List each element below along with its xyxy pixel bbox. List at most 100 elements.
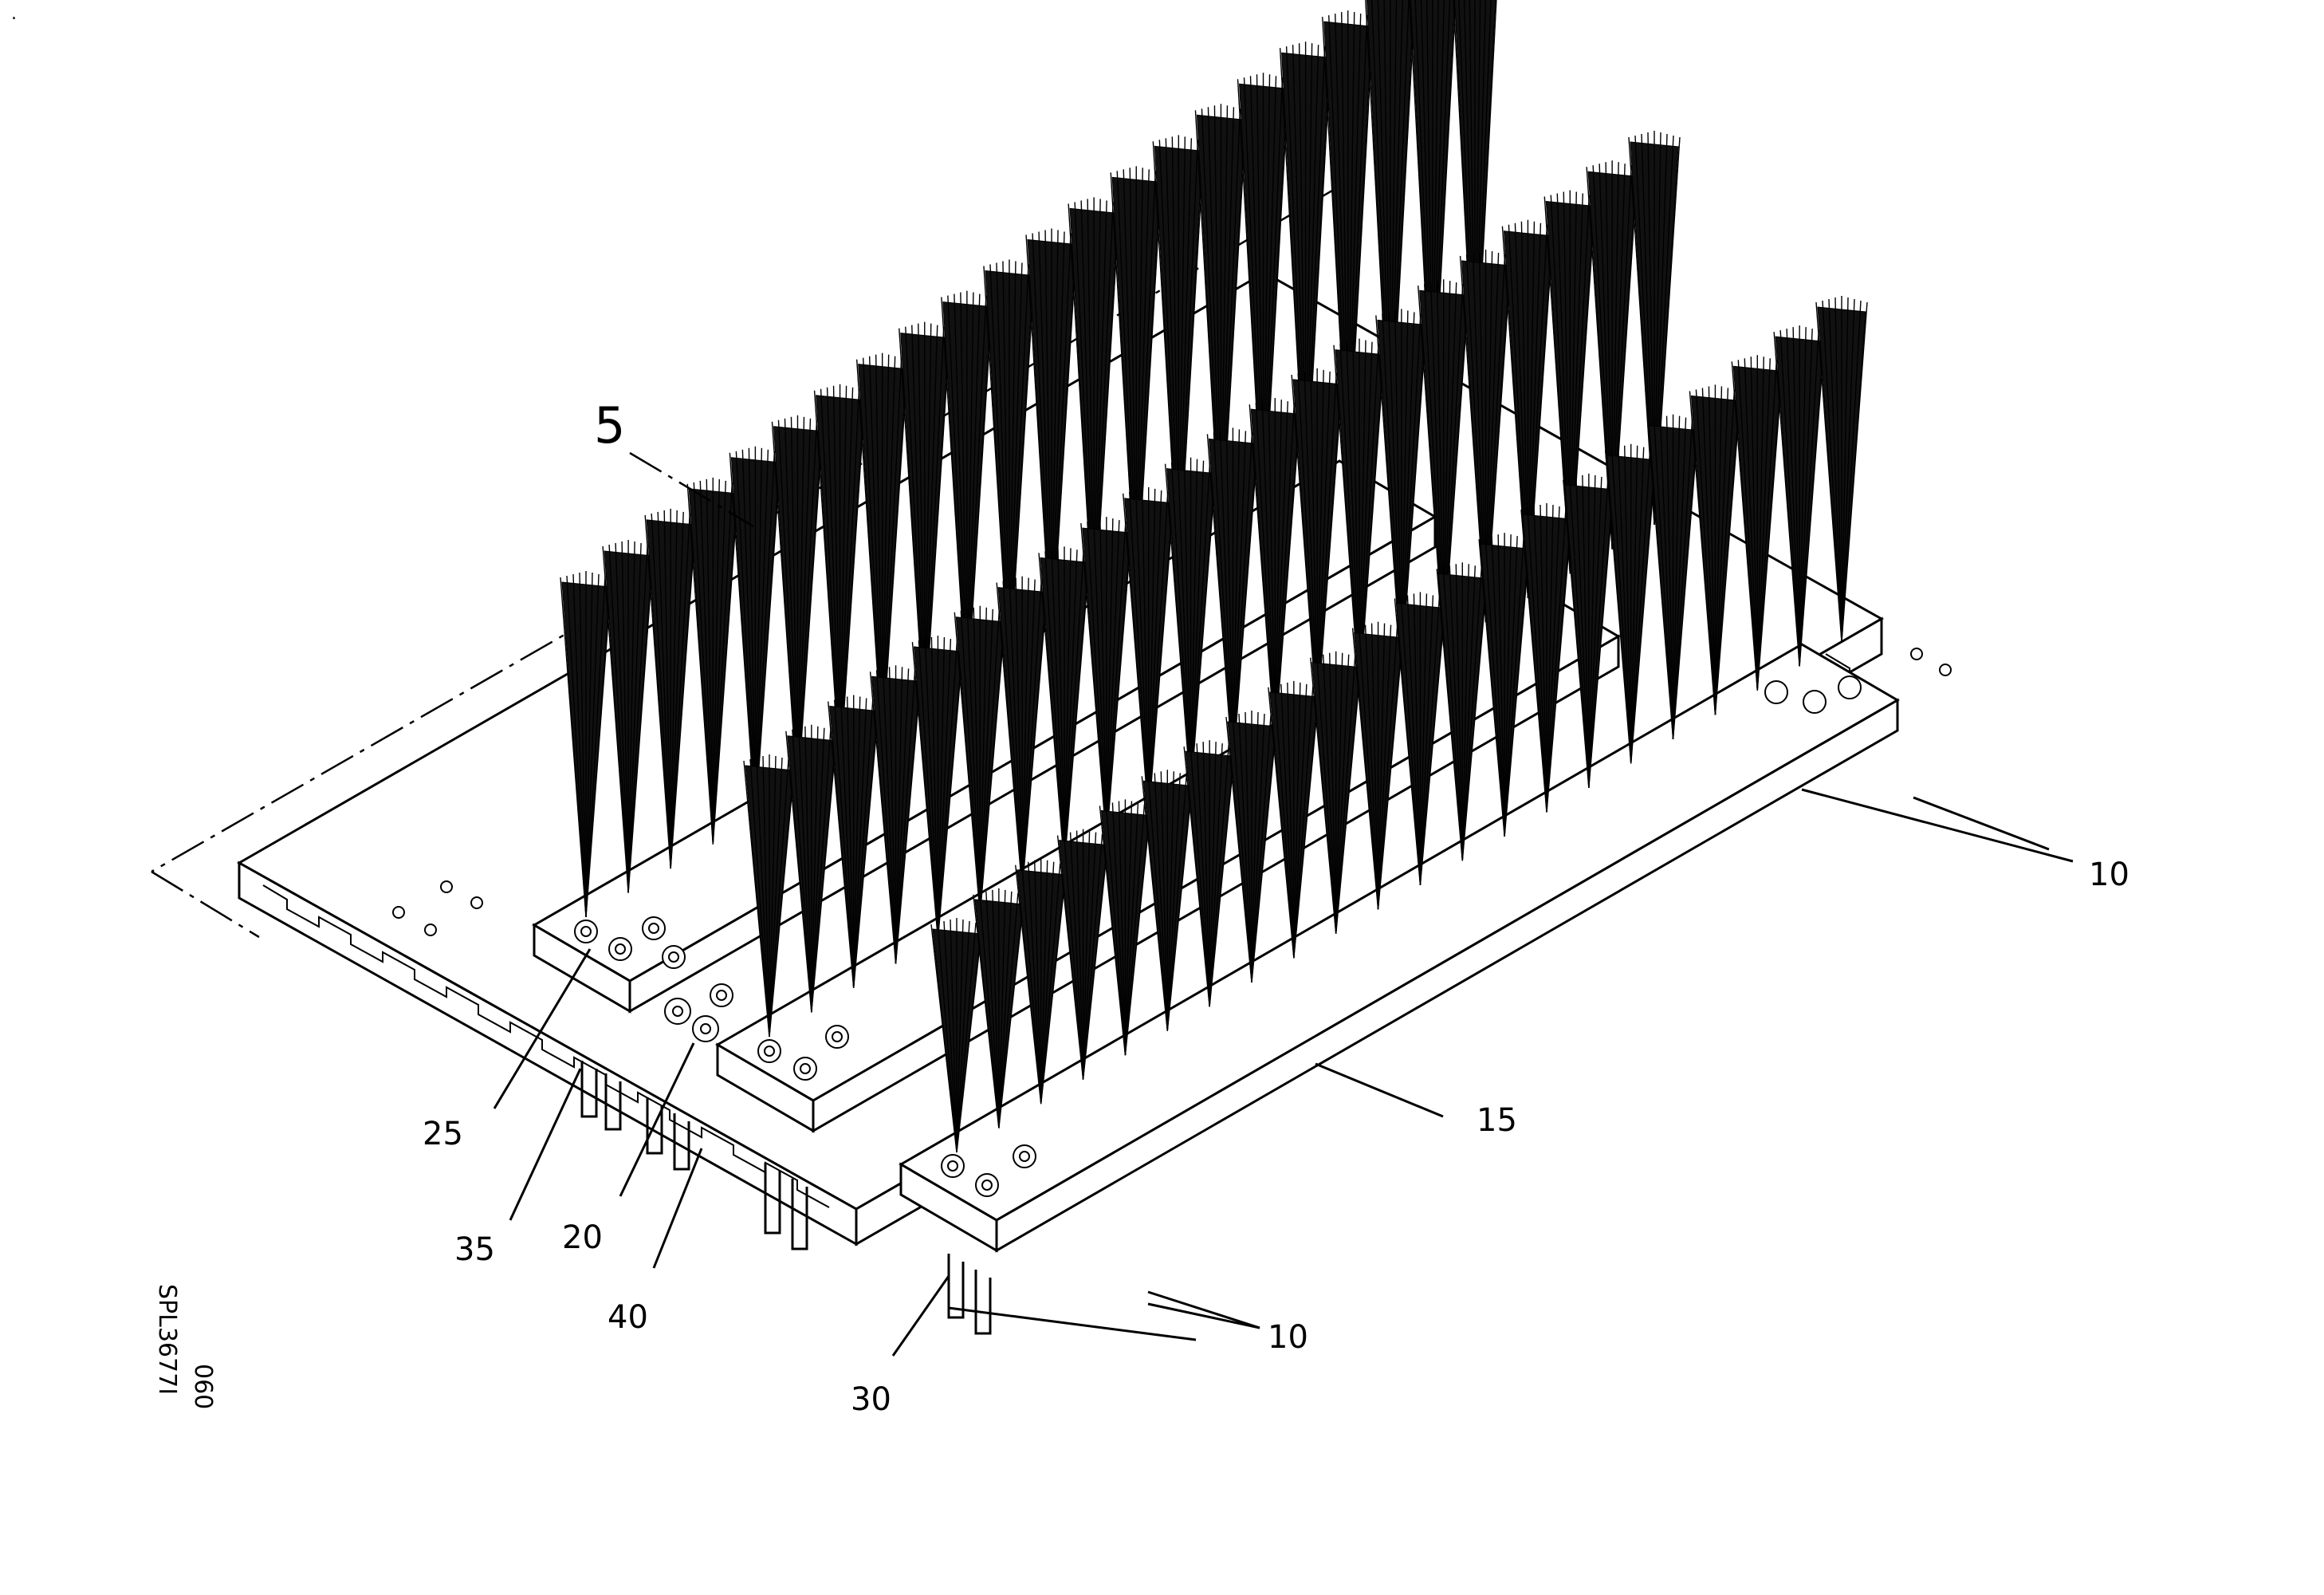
bristle-strand <box>840 698 855 988</box>
bristle-strand <box>834 699 855 988</box>
bristle-strand <box>1106 523 1133 842</box>
bristle-strand <box>1251 711 1259 983</box>
bristle-strand <box>930 637 939 939</box>
bristle-strand <box>1714 386 1723 715</box>
bristle-strand <box>1653 419 1674 739</box>
bristle-strand <box>1015 577 1023 891</box>
bristle-strand <box>572 573 587 918</box>
bristle-strand <box>1021 582 1048 891</box>
bristle-strand <box>1773 332 1800 667</box>
bristle-strand <box>1419 597 1441 885</box>
corner-mark: . <box>11 4 17 24</box>
bristle-strand <box>1672 419 1693 739</box>
bristle-strand <box>1497 534 1505 837</box>
bristle-strand <box>1274 403 1295 745</box>
bristle-strand <box>585 573 600 918</box>
bristle-strand <box>1569 478 1590 788</box>
bristle-strand <box>973 894 1000 1128</box>
bristle-strand <box>1582 475 1590 788</box>
bristle-strand <box>1672 415 1681 739</box>
bristle-strand <box>1154 773 1168 1031</box>
bristle-strand <box>882 668 897 964</box>
bristle-strand <box>585 575 606 918</box>
bristle-strand <box>937 641 965 939</box>
bristle-strand <box>756 757 770 1038</box>
bristle-strand <box>1310 369 1318 720</box>
bristle-strand <box>1377 628 1405 910</box>
bristle-strand <box>1419 593 1428 885</box>
bristle-strand <box>1099 518 1107 842</box>
bristle-strand <box>1527 507 1547 813</box>
bristle-strand <box>627 541 635 893</box>
bristle-strand <box>1799 332 1826 667</box>
bristle-strand <box>627 545 655 893</box>
bristle-strand <box>792 729 812 1013</box>
bristle-strand <box>1034 860 1042 1105</box>
bristle-strand <box>1834 297 1842 643</box>
bristle-strand <box>1166 771 1174 1031</box>
bristle-strand <box>1064 548 1072 867</box>
bristle-strand <box>1232 434 1260 769</box>
bristle-strand <box>1147 774 1168 1031</box>
leader-lines <box>493 451 2074 1357</box>
bristle-strand <box>748 447 757 821</box>
bristle-strand <box>1533 506 1547 813</box>
bristle-strand <box>911 641 939 939</box>
bristle-strand <box>930 924 958 1153</box>
bristle-strand <box>1335 657 1363 934</box>
assembly-outline <box>151 180 1348 939</box>
bristle-strand <box>1588 478 1609 788</box>
bristle-strand <box>686 483 714 845</box>
bristle-strand <box>1377 626 1398 910</box>
bristle-strand <box>1021 863 1042 1105</box>
bristle-strand <box>1293 682 1301 959</box>
bristle-strand <box>998 894 1025 1128</box>
bristle-strand <box>1111 802 1127 1056</box>
bristle-strand <box>973 607 981 916</box>
bristle-strand <box>875 670 897 964</box>
clamps <box>580 1061 992 1335</box>
bristle-strand <box>937 639 952 939</box>
bristle-strand <box>712 483 739 845</box>
label-10-right: 10 <box>2089 857 2129 893</box>
bristle-strand <box>1665 415 1674 739</box>
label-15: 15 <box>1477 1102 1517 1139</box>
bristle-strand <box>1461 569 1488 861</box>
bristle-strand <box>1618 447 1632 764</box>
bristle-strand <box>1364 624 1379 910</box>
bristle-strand <box>1268 400 1276 745</box>
bristle-strand <box>1190 745 1210 1007</box>
bristle-strand <box>621 541 629 893</box>
bristle-strand <box>1148 490 1162 817</box>
bristle-strand <box>1394 598 1422 885</box>
bristle-strand <box>1659 417 1674 739</box>
bristle-strand <box>1370 623 1379 910</box>
bristle-strand <box>1701 388 1716 715</box>
bristle-strand <box>1040 860 1048 1105</box>
bristle-strand <box>1611 448 1632 764</box>
bristle-strand <box>796 418 812 796</box>
label-35: 35 <box>454 1231 495 1268</box>
bristle-strand <box>1461 567 1482 861</box>
bristle-strand <box>741 449 757 821</box>
bristle-strand <box>1051 549 1065 867</box>
bristle-strand <box>1520 509 1547 813</box>
bristle-strand <box>1588 475 1596 788</box>
label-5: 5 <box>594 396 625 455</box>
bristle-strand <box>1064 553 1091 867</box>
bristle-strand <box>1183 459 1192 794</box>
bristle-strand <box>1280 683 1295 959</box>
bristle-strand <box>1160 771 1168 1031</box>
bristle-strand <box>992 889 1000 1128</box>
brush-block-front <box>899 643 1900 1253</box>
bolts-and-washers <box>574 916 1036 1197</box>
bristle-strand <box>1166 773 1181 1031</box>
bristle-strand <box>670 511 684 869</box>
bristle-strand <box>998 891 1013 1128</box>
bristle-strand <box>1841 297 1849 643</box>
bristle-strand <box>1750 356 1758 691</box>
bristle-strand <box>769 755 777 1038</box>
bristle-strand <box>1731 361 1758 691</box>
bristle-strand <box>1546 509 1573 813</box>
bristle-strand <box>979 607 987 916</box>
